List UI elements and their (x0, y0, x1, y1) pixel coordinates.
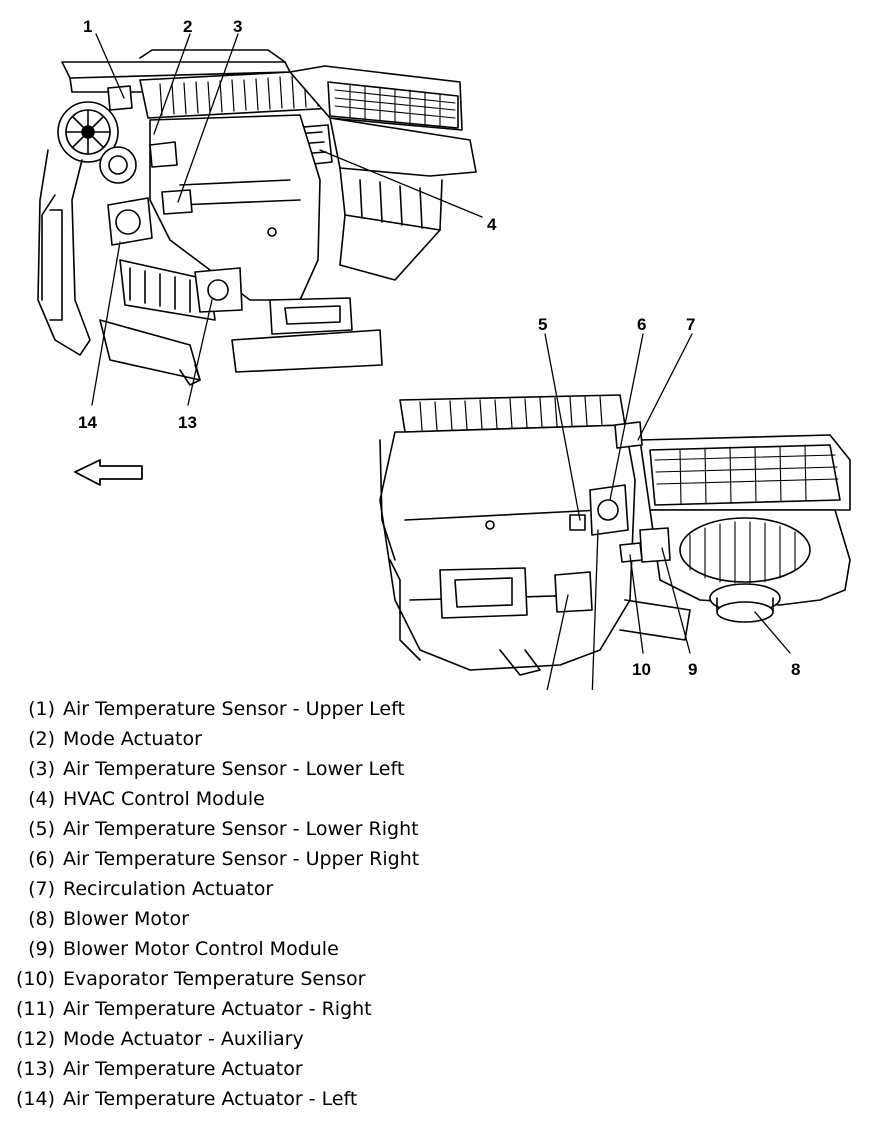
legend-number: (4) (28, 788, 55, 810)
legend-label: HVAC Control Module (63, 788, 265, 810)
legend-number: (5) (28, 818, 55, 840)
legend-item: (8) Blower Motor (0, 904, 560, 934)
legend-number: (10) (15, 968, 55, 990)
legend-number: (8) (28, 908, 55, 930)
legend-item: (6) Air Temperature Sensor - Upper Right (0, 844, 560, 874)
legend-number: (14) (15, 1088, 55, 1110)
legend-item: (10) Evaporator Temperature Sensor (0, 964, 560, 994)
legend-item: (2) Mode Actuator (0, 724, 560, 754)
legend-label: Air Temperature Sensor - Lower Right (63, 818, 419, 840)
callout-13: 13 (178, 413, 197, 432)
legend-label: Air Temperature Sensor - Upper Left (63, 698, 405, 720)
callout-labels: 1 2 3 4 5 6 7 8 9 10 11 12 13 14 (78, 17, 800, 679)
legend-label: Air Temperature Sensor - Upper Right (63, 848, 420, 870)
legend-label: Air Temperature Actuator - Left (63, 1088, 358, 1110)
legend-label: Air Temperature Sensor - Lower Left (63, 758, 405, 780)
component-legend: (1) Air Temperature Sensor - Upper Left (… (0, 694, 560, 1114)
hvac-module-diagram: 1 2 3 4 5 6 7 8 9 10 11 12 13 14 (37, 17, 851, 690)
callout-8: 8 (791, 660, 800, 679)
arrow-left-icon (74, 459, 143, 486)
legend-number: (3) (28, 758, 55, 780)
legend-item: (4) HVAC Control Module (0, 784, 560, 814)
legend-label: Air Temperature Actuator (63, 1058, 303, 1080)
legend-label: Blower Motor Control Module (63, 938, 339, 960)
legend-label: Mode Actuator - Auxiliary (63, 1028, 304, 1050)
legend-number: (9) (28, 938, 55, 960)
legend-number: (11) (15, 998, 55, 1020)
legend-number: (7) (28, 878, 55, 900)
callout-6: 6 (637, 315, 646, 334)
leader-lines (91, 33, 791, 690)
legend-label: Recirculation Actuator (63, 878, 274, 900)
legend-number: (2) (28, 728, 55, 750)
legend-item: (3) Air Temperature Sensor - Lower Left (0, 754, 560, 784)
legend-item: (7) Recirculation Actuator (0, 874, 560, 904)
callout-14: 14 (78, 413, 97, 432)
callout-4: 4 (487, 215, 497, 234)
callout-3: 3 (233, 17, 242, 36)
legend-label: Blower Motor (63, 908, 189, 930)
legend-number: (1) (28, 698, 55, 720)
callout-9: 9 (688, 660, 697, 679)
legend-number: (13) (15, 1058, 55, 1080)
legend-item: (14) Air Temperature Actuator - Left (0, 1084, 560, 1114)
legend-item: (12) Mode Actuator - Auxiliary (0, 1024, 560, 1054)
legend-label: Mode Actuator (63, 728, 202, 750)
callout-2: 2 (183, 17, 192, 36)
callout-10: 10 (632, 660, 651, 679)
legend-item: (11) Air Temperature Actuator - Right (0, 994, 560, 1024)
callout-1: 1 (83, 17, 92, 36)
legend-item: (5) Air Temperature Sensor - Lower Right (0, 814, 560, 844)
legend-number: (6) (28, 848, 55, 870)
lower-hvac-assembly (379, 394, 851, 676)
legend-item: (9) Blower Motor Control Module (0, 934, 560, 964)
legend-number: (12) (15, 1028, 55, 1050)
legend-item: (1) Air Temperature Sensor - Upper Left (0, 694, 560, 724)
legend-label: Air Temperature Actuator - Right (63, 998, 372, 1020)
legend-label: Evaporator Temperature Sensor (63, 968, 366, 990)
legend-item: (13) Air Temperature Actuator (0, 1054, 560, 1084)
callout-5: 5 (538, 315, 547, 334)
callout-7: 7 (686, 315, 695, 334)
